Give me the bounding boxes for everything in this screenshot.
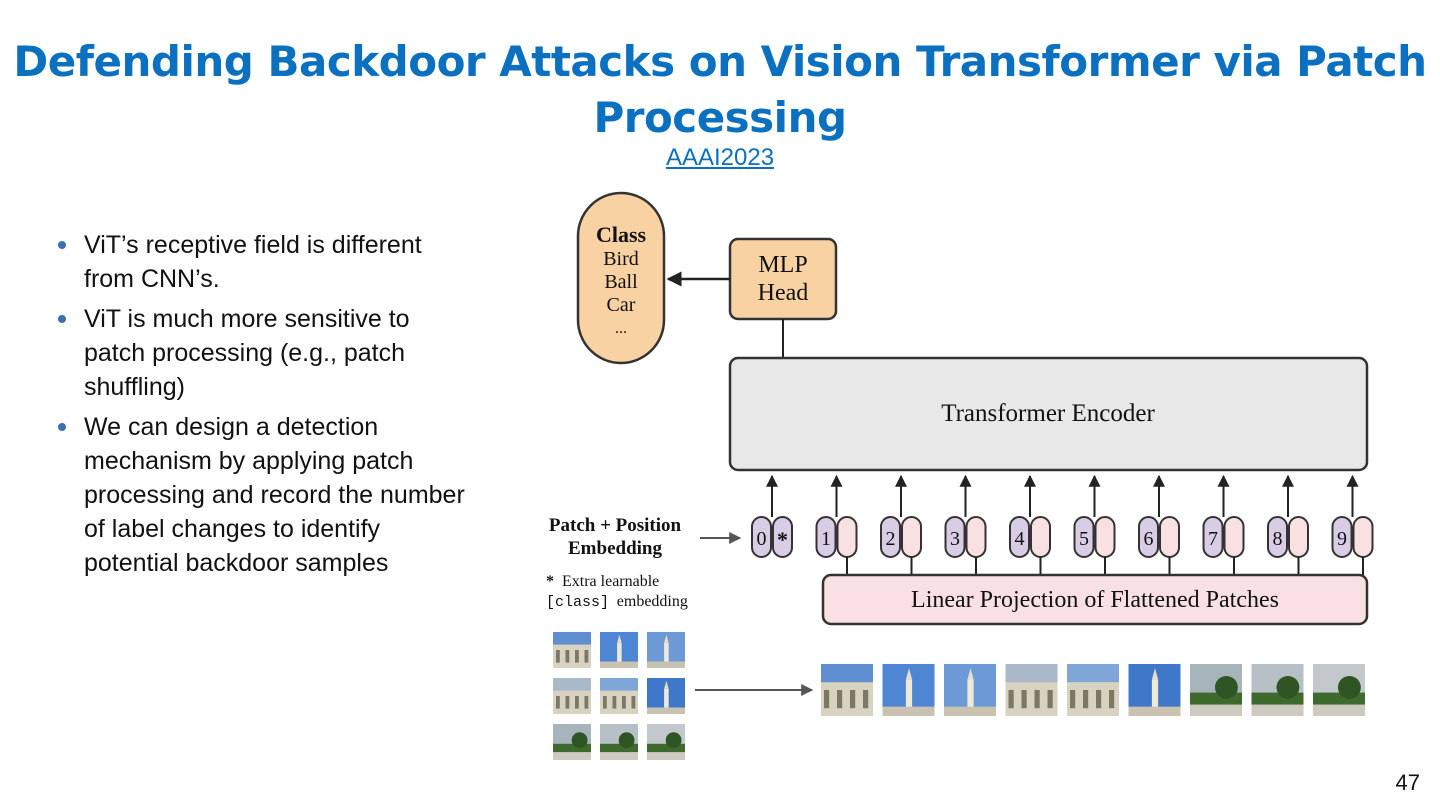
image-patch-tile: [647, 678, 685, 714]
position-embedding-token: [1331, 516, 1353, 558]
class-item: Car: [607, 294, 636, 316]
position-embedding-token: [1009, 516, 1030, 558]
patch-embedding-token: [1094, 516, 1116, 558]
patch-embedding-token: [965, 516, 987, 558]
extra-note-line2: [class] embedding: [546, 593, 688, 611]
page-number: 47: [1395, 770, 1420, 795]
extra-note-code: [class]: [546, 594, 609, 611]
extra-note-star: *: [546, 573, 554, 590]
token-index-label: 1: [821, 528, 831, 550]
class-heading: Class: [596, 222, 647, 247]
token-index-label: 8: [1273, 528, 1283, 550]
patch-embedding-token: [901, 516, 922, 558]
flattened-patch-row: [821, 664, 1365, 716]
token-index-label: 9: [1337, 528, 1347, 550]
class-output-box: [576, 191, 666, 365]
flattened-patch-tile: [1251, 664, 1304, 716]
bullet-item: ViT is much more sensitive to patch proc…: [56, 302, 466, 404]
bullet-item: ViT’s receptive field is different from …: [56, 228, 466, 296]
image-patch-tile: [647, 632, 685, 668]
flattened-patch-tile: [1067, 664, 1119, 716]
flattened-patch-tile: [944, 664, 996, 716]
image-patch-grid: [553, 632, 685, 760]
flattened-patch-tile: [1005, 664, 1058, 716]
flattened-patch-tile: [821, 664, 873, 716]
image-patch-tile: [600, 724, 638, 760]
position-embedding-token: [751, 516, 772, 558]
class-item: ...: [615, 320, 627, 337]
position-embedding-token: [1073, 516, 1095, 558]
image-patch-tile: [553, 632, 591, 668]
flattened-patch-tile: [1128, 664, 1181, 716]
patch-embedding-token: [836, 516, 858, 558]
image-patch-tile: [600, 632, 638, 668]
image-patch-tile: [553, 678, 591, 714]
token-index-label: 6: [1144, 528, 1154, 550]
bullet-list: ViT’s receptive field is different from …: [56, 228, 466, 586]
extra-note: * Extra learnable: [546, 573, 659, 590]
token-index-label: 2: [886, 528, 896, 550]
token-index-label: 4: [1015, 528, 1025, 550]
class-token-marker: *: [777, 527, 788, 552]
mlp-head-label: MLP: [758, 252, 807, 278]
position-embedding-token: [1202, 516, 1224, 558]
patch-embedding-token: [1159, 516, 1180, 558]
position-embedding-token: [1267, 516, 1288, 558]
transformer-encoder-box: [728, 356, 1369, 472]
flattened-patch-tile: [882, 664, 935, 716]
position-embedding-token: [815, 516, 837, 558]
patch-embedding-token: [1223, 516, 1245, 558]
extra-note-text: Extra learnable: [562, 573, 659, 590]
token-layer: 0 * 1 2 3 4 5 6 7 8 9: [751, 474, 1374, 575]
patch-embedding-token: [1352, 516, 1374, 558]
image-patch-tile: [647, 724, 685, 760]
extra-note-text: embedding: [617, 593, 688, 610]
slide-title: Defending Backdoor Attacks on Vision Tra…: [13, 37, 1427, 142]
token-index-label: 0: [757, 528, 767, 550]
patch-embedding-token: [1288, 516, 1309, 558]
position-embedding-token: [1138, 516, 1159, 558]
token-index-label: 3: [950, 528, 960, 550]
class-token: [772, 516, 793, 558]
embedding-label: Patch + Position: [549, 515, 682, 536]
image-patch-tile: [600, 678, 638, 714]
transformer-encoder-label: Transformer Encoder: [941, 400, 1155, 427]
mlp-head-label: Head: [758, 280, 809, 306]
token-index-label: 5: [1079, 528, 1089, 550]
linear-projection-box: [821, 573, 1369, 626]
position-embedding-token: [944, 516, 966, 558]
flattened-patch-tile: [1313, 664, 1365, 716]
bullet-item: We can design a detection mechanism by a…: [56, 410, 466, 580]
position-embedding-token: [880, 516, 901, 558]
image-patch-tile: [553, 724, 591, 760]
class-item: Ball: [604, 271, 638, 293]
token-index-label: 7: [1208, 528, 1218, 550]
embedding-label: Embedding: [568, 538, 662, 559]
mlp-head-box: [728, 237, 838, 321]
flattened-patch-tile: [1190, 664, 1242, 716]
venue-link[interactable]: AAAI2023: [665, 144, 775, 171]
linear-projection-label: Linear Projection of Flattened Patches: [911, 587, 1279, 613]
patch-embedding-token: [1030, 516, 1051, 558]
class-item: Bird: [603, 248, 639, 270]
